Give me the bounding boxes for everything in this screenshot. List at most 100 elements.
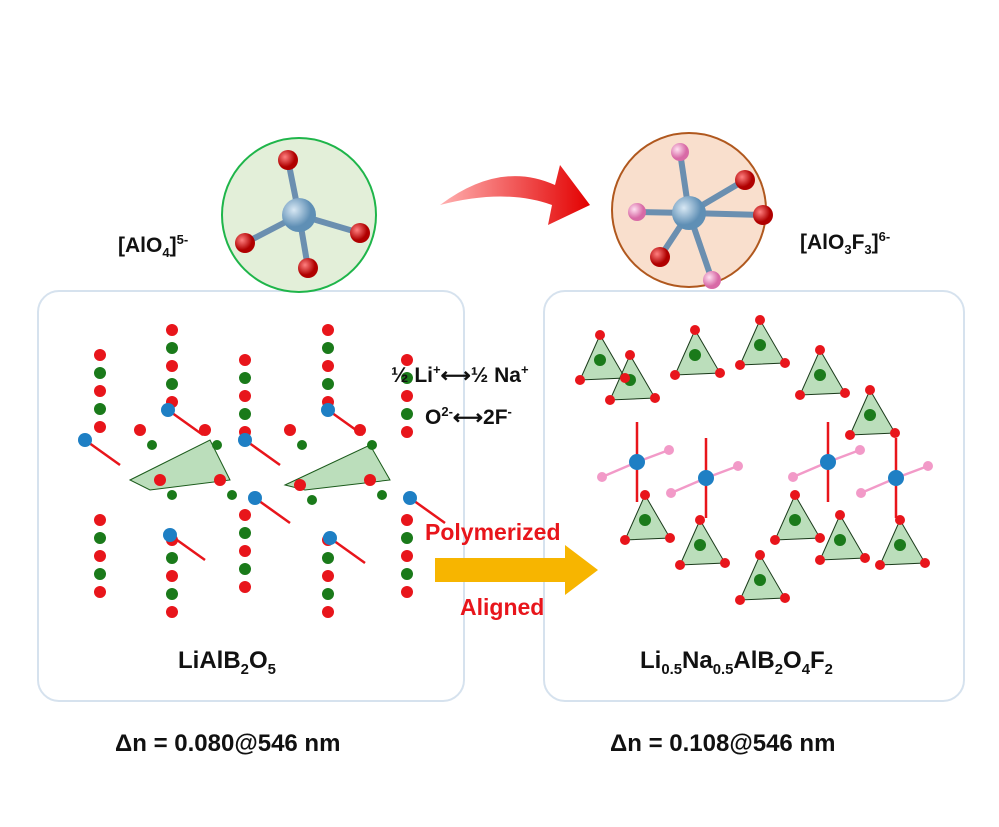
- oxygen-atom: [214, 474, 226, 486]
- alo4-label: [AlO4]5-: [118, 232, 189, 261]
- boron-atom: [297, 440, 307, 450]
- boron-atom: [754, 339, 766, 351]
- bond: [244, 438, 281, 467]
- oxygen-atom: [890, 428, 900, 438]
- oxygen-atom: [865, 385, 875, 395]
- boron-atom: [639, 514, 651, 526]
- oxygen-atom: [94, 349, 106, 361]
- oxygen-atom: [895, 515, 905, 525]
- boron-atom: [814, 369, 826, 381]
- boron-atom: [789, 514, 801, 526]
- oxygen-atom: [401, 514, 413, 526]
- oxygen-atom: [239, 509, 251, 521]
- boron-atom: [694, 539, 706, 551]
- fluorine-atom: [733, 461, 743, 471]
- oxygen-atom: [284, 424, 296, 436]
- oxygen-atom: [94, 586, 106, 598]
- oxygen-atom: [815, 555, 825, 565]
- lialb2o5-crystal-structure: [78, 324, 446, 618]
- oxygen-atom: [239, 390, 251, 402]
- boron-atom: [322, 552, 334, 564]
- double-arrow-icon: ⟷: [452, 406, 484, 429]
- boron-atom: [834, 534, 846, 546]
- aluminum-atom: [248, 491, 262, 505]
- oxygen-atom: [875, 560, 885, 570]
- bond: [84, 438, 121, 467]
- aluminum-atom: [403, 491, 417, 505]
- bond: [167, 408, 204, 437]
- oxygen-atom: [154, 474, 166, 486]
- cation-substitution: ½ Li+⟷½ Na+: [391, 362, 529, 387]
- oxygen-atom: [401, 426, 413, 438]
- boron-atom: [239, 563, 251, 575]
- aluminum-atom: [321, 403, 335, 417]
- oxygen-atom: [665, 533, 675, 543]
- boron-atom: [894, 539, 906, 551]
- boron-atom: [689, 349, 701, 361]
- fluorine-atom: [923, 461, 933, 471]
- aluminum-atom: [698, 470, 714, 486]
- boron-atom: [166, 552, 178, 564]
- boron-atom: [147, 440, 157, 450]
- oxygen-atom: [595, 330, 605, 340]
- oxygen-atom: [770, 535, 780, 545]
- oxygen-atom: [94, 385, 106, 397]
- boron-atom: [322, 378, 334, 390]
- oxygen-atom: [239, 545, 251, 557]
- boron-atom: [94, 568, 106, 580]
- oxygen-atom: [780, 593, 790, 603]
- fluorine-atom: [664, 445, 674, 455]
- boron-atom: [401, 532, 413, 544]
- boron-atom: [322, 588, 334, 600]
- boron-atom: [377, 490, 387, 500]
- alo3f3-octahedron-icon: [611, 132, 773, 289]
- oxygen-atom: [94, 550, 106, 562]
- oxygen-atom: [815, 533, 825, 543]
- oxygen-atom: [755, 315, 765, 325]
- li05na05alb2o4f2-crystal-structure: [575, 315, 933, 605]
- bond: [409, 496, 446, 525]
- oxygen-atom: [845, 430, 855, 440]
- oxygen-atom: [860, 553, 870, 563]
- right-formula: Li0.5Na0.5AlB2O4F2: [640, 647, 833, 678]
- right-birefringence: Δn = 0.108@546 nm: [610, 730, 836, 757]
- oxygen-atom: [790, 490, 800, 500]
- boron-atom: [864, 409, 876, 421]
- boron-atom: [239, 408, 251, 420]
- boron-atom: [212, 440, 222, 450]
- boron-atom: [166, 378, 178, 390]
- boron-atom: [166, 588, 178, 600]
- aluminum-atom: [888, 470, 904, 486]
- oxygen-atom: [401, 390, 413, 402]
- oxygen-atom: [401, 550, 413, 562]
- oxygen-atom: [815, 345, 825, 355]
- boron-atom: [754, 574, 766, 586]
- oxygen-atom: [239, 354, 251, 366]
- fluorine-atom: [788, 472, 798, 482]
- oxygen-atom: [840, 388, 850, 398]
- oxygen-atom: [322, 606, 334, 618]
- oxygen-atom: [640, 490, 650, 500]
- oxygen-atom: [364, 474, 376, 486]
- polymerization-arrow-icon: [435, 545, 598, 595]
- oxygen-atom: [625, 350, 635, 360]
- boron-atom: [94, 403, 106, 415]
- oxygen-atom: [166, 570, 178, 582]
- aluminum-atom: [820, 454, 836, 470]
- boron-atom: [401, 372, 413, 384]
- oxygen-atom: [294, 479, 306, 491]
- oxygen-atom: [166, 324, 178, 336]
- boron-atom: [401, 408, 413, 420]
- oxygen-atom: [735, 360, 745, 370]
- oxygen-atom: [401, 354, 413, 366]
- oxygen-atom: [650, 393, 660, 403]
- oxygen-atom: [354, 424, 366, 436]
- boron-atom: [239, 372, 251, 384]
- boron-atom: [307, 495, 317, 505]
- oxygen-atom: [322, 360, 334, 372]
- oxygen-atom: [920, 558, 930, 568]
- fluorine-atom: [666, 488, 676, 498]
- oxygen-atom: [322, 324, 334, 336]
- oxygen-atom: [322, 570, 334, 582]
